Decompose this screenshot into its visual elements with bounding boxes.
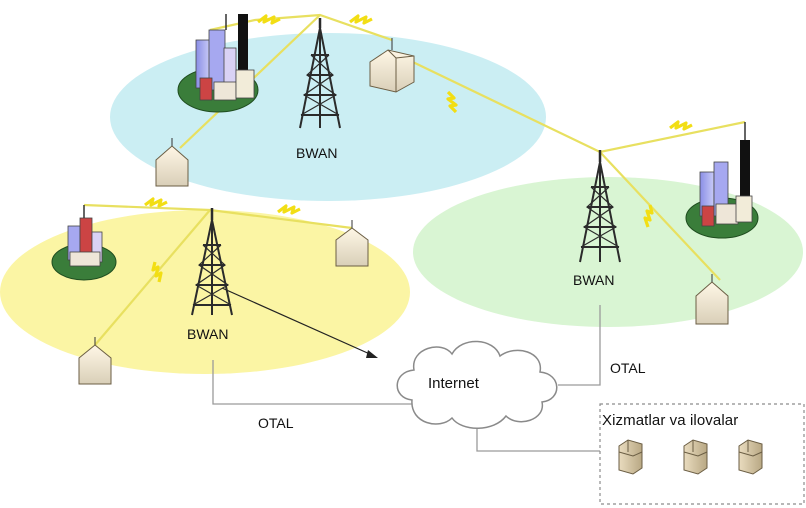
city-building-icon-top bbox=[177, 14, 259, 113]
house-terminal-icon bbox=[335, 220, 369, 267]
bwan-label-top: BWAN bbox=[296, 145, 338, 161]
city-building-icon-right bbox=[685, 122, 759, 239]
house-terminal-icon bbox=[78, 337, 112, 385]
bwan-label-left: BWAN bbox=[187, 326, 229, 342]
bwan-label-right: BWAN bbox=[573, 272, 615, 288]
internet-cloud-icon bbox=[396, 340, 558, 429]
relay-station-icon bbox=[369, 38, 415, 93]
server-icon bbox=[618, 439, 643, 475]
services-panel bbox=[599, 403, 805, 505]
city-building-icon-left bbox=[51, 205, 117, 281]
services-label: Xizmatlar va ilovalar bbox=[602, 412, 739, 429]
server-icon bbox=[683, 439, 708, 475]
otal-label-bottom: OTAL bbox=[258, 415, 294, 431]
tower-icon-right bbox=[579, 150, 621, 263]
house-terminal-icon bbox=[155, 138, 189, 187]
otal-label-right: OTAL bbox=[610, 360, 646, 376]
wireless-links bbox=[83, 13, 746, 346]
internet-label: Internet bbox=[428, 375, 479, 392]
wired-links bbox=[212, 305, 601, 452]
arrow-to-internet bbox=[221, 287, 378, 358]
house-terminal-icon bbox=[695, 274, 729, 325]
tower-icon-left bbox=[191, 208, 233, 316]
server-icon bbox=[738, 439, 763, 475]
wireless-bolts bbox=[144, 14, 693, 283]
tower-icon-top bbox=[299, 18, 341, 129]
